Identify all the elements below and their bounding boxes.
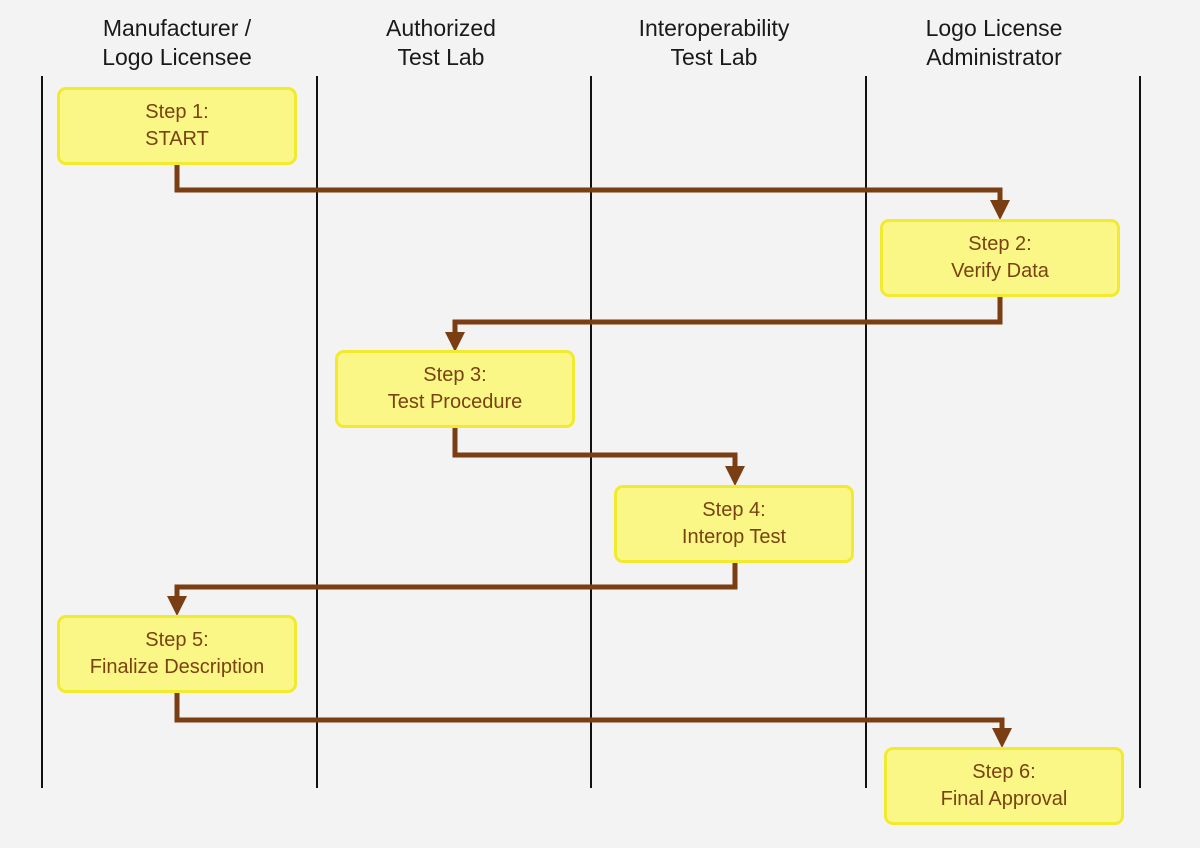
lane-divider	[590, 76, 592, 788]
step-number: Step 5:	[145, 629, 209, 651]
step-1-box: Step 1: START	[57, 87, 297, 165]
step-number: Step 1:	[145, 101, 209, 123]
lane-header-line: Administrator	[926, 44, 1062, 70]
step-2-box: Step 2: Verify Data	[880, 219, 1120, 297]
lane-header-authorized-test-lab: Authorized Test Lab	[316, 14, 566, 72]
flow-arrow-step2-to-step3	[445, 297, 1003, 352]
flow-arrow-step4-to-step5	[167, 563, 738, 616]
flow-arrow-step1-to-step2	[174, 164, 1010, 220]
step-6-box: Step 6: Final Approval	[884, 747, 1124, 825]
lane-divider	[1139, 76, 1141, 788]
lane-divider	[41, 76, 43, 788]
lane-header-line: Test Lab	[670, 44, 758, 70]
step-label: Verify Data	[951, 260, 1049, 282]
step-label: Test Procedure	[387, 391, 523, 413]
step-4-box: Step 4: Interop Test	[614, 485, 854, 563]
step-label: START	[145, 128, 209, 150]
step-number: Step 6:	[972, 761, 1036, 783]
step-label: Interop Test	[681, 526, 787, 548]
flow-arrow-step5-to-step6	[174, 692, 1012, 748]
lane-header-line: Interoperability	[638, 15, 790, 41]
lane-header-line: Test Lab	[397, 44, 485, 70]
step-number: Step 2:	[968, 233, 1032, 255]
lane-header-logo-license-administrator: Logo License Administrator	[869, 14, 1119, 72]
step-3-box: Step 3: Test Procedure	[335, 350, 575, 428]
step-label: Final Approval	[940, 788, 1068, 810]
lane-divider	[865, 76, 867, 788]
flow-arrow-step3-to-step4	[452, 428, 745, 486]
lane-header-interoperability-test-lab: Interoperability Test Lab	[589, 14, 839, 72]
step-5-box: Step 5: Finalize Description	[57, 615, 297, 693]
lane-header-line: Authorized	[386, 15, 496, 41]
step-label: Finalize Description	[89, 656, 265, 678]
step-number: Step 3:	[423, 364, 487, 386]
lane-header-line: Logo License	[925, 15, 1063, 41]
lane-divider	[316, 76, 318, 788]
step-number: Step 4:	[702, 499, 766, 521]
lane-header-manufacturer: Manufacturer / Logo Licensee	[52, 14, 302, 72]
lane-header-line: Logo Licensee	[102, 44, 252, 70]
lane-header-line: Manufacturer /	[102, 15, 252, 41]
